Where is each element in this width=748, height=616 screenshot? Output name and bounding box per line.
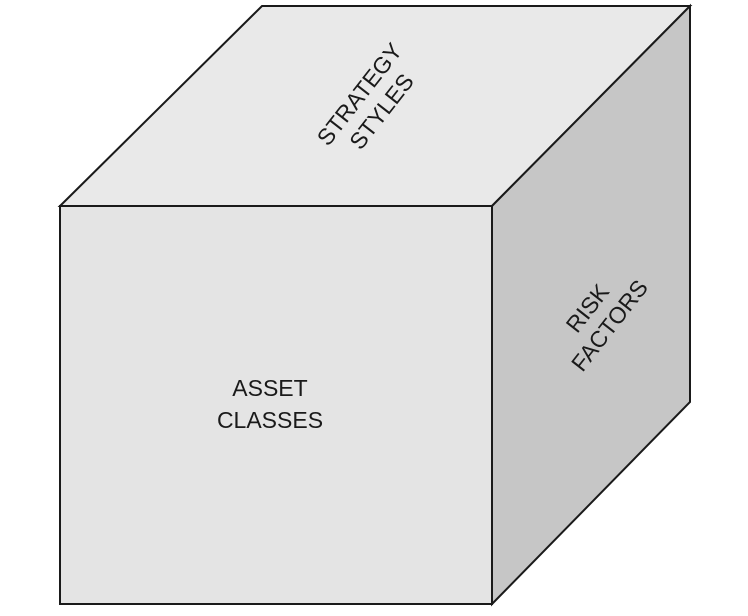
front-face-label-line-1: ASSET: [232, 375, 307, 401]
front-face-label: ASSET CLASSES: [217, 375, 323, 433]
front-face-label-line-2: CLASSES: [217, 407, 323, 433]
front-face: [59, 205, 493, 605]
